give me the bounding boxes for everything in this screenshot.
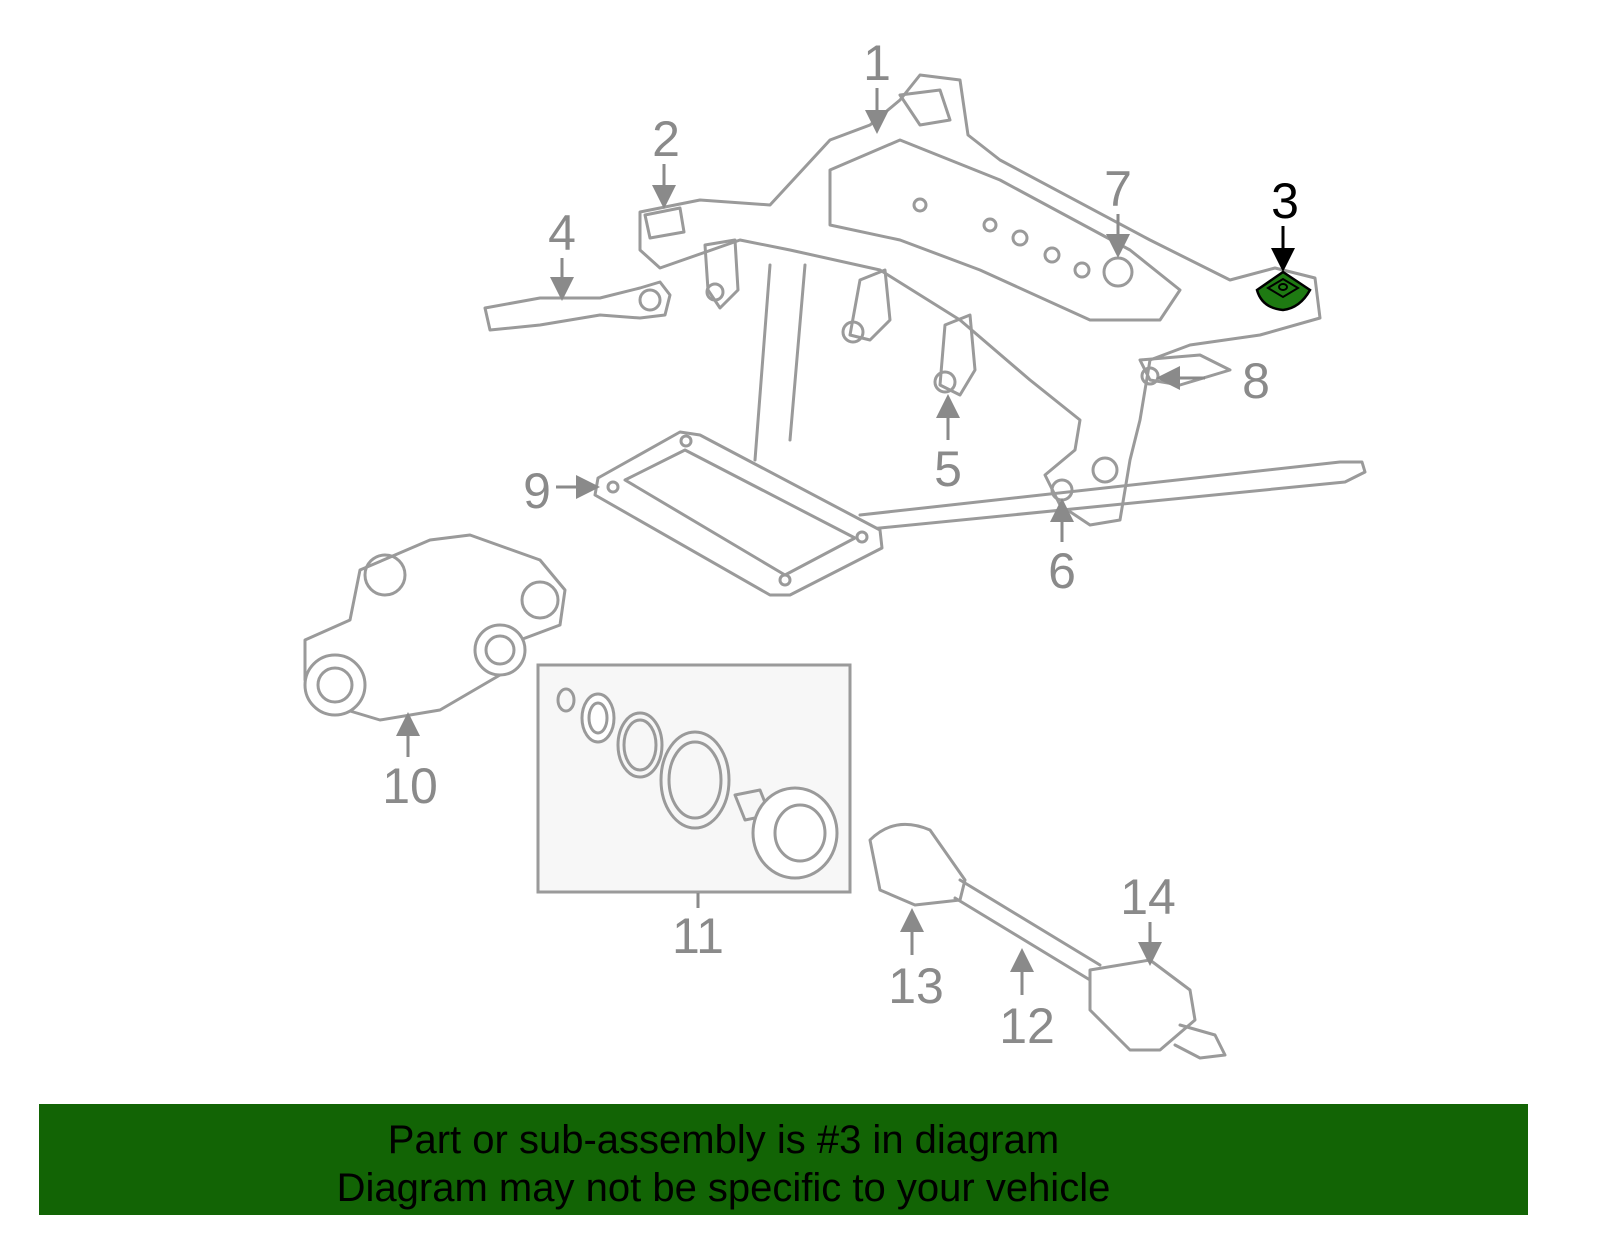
svg-text:9: 9 xyxy=(523,463,551,519)
subframe-drawing xyxy=(638,73,1322,527)
callout-5[interactable]: 5 xyxy=(934,394,962,497)
banner-line-part-number: Part or sub-assembly is #3 in diagram xyxy=(387,1118,1060,1162)
part-3-mount-highlighted[interactable] xyxy=(1255,270,1312,312)
callout-1[interactable]: 1 xyxy=(863,35,891,134)
part-11-kit-box xyxy=(536,663,852,894)
callout-3[interactable]: 3 xyxy=(1271,173,1299,272)
callout-12[interactable]: 12 xyxy=(999,948,1055,1054)
axle-shaft-drawing xyxy=(868,822,1227,1060)
svg-text:1: 1 xyxy=(863,35,891,91)
part-9-shield-drawing xyxy=(593,430,884,597)
callout-10[interactable]: 10 xyxy=(382,712,438,814)
svg-text:11: 11 xyxy=(672,908,724,964)
svg-text:8: 8 xyxy=(1242,353,1270,409)
svg-text:14: 14 xyxy=(1120,869,1176,925)
callout-8[interactable]: 8 xyxy=(1156,353,1270,409)
svg-text:4: 4 xyxy=(548,205,576,261)
svg-text:12: 12 xyxy=(999,998,1055,1054)
callout-7[interactable]: 7 xyxy=(1104,161,1132,258)
callout-14[interactable]: 14 xyxy=(1120,869,1176,966)
svg-text:13: 13 xyxy=(888,958,944,1014)
tie-bar-drawing xyxy=(858,460,1367,532)
callout-2[interactable]: 2 xyxy=(652,111,680,209)
svg-text:2: 2 xyxy=(652,111,680,167)
info-banner: Part or sub-assembly is #3 in diagram Di… xyxy=(39,1104,1528,1215)
part-10-differential-drawing xyxy=(303,533,567,722)
callout-4[interactable]: 4 xyxy=(548,205,576,301)
banner-line-disclaimer: Diagram may not be specific to your vehi… xyxy=(336,1166,1111,1210)
callout-13[interactable]: 13 xyxy=(888,908,944,1014)
callout-9[interactable]: 9 xyxy=(523,463,600,519)
svg-text:7: 7 xyxy=(1104,161,1132,217)
part-4-link-drawing xyxy=(483,280,672,332)
svg-text:5: 5 xyxy=(934,441,962,497)
svg-text:6: 6 xyxy=(1048,543,1076,599)
svg-text:10: 10 xyxy=(382,758,438,814)
svg-text:3: 3 xyxy=(1271,173,1299,229)
callout-6[interactable]: 6 xyxy=(1048,498,1076,599)
callout-11[interactable]: 11 xyxy=(672,893,724,964)
